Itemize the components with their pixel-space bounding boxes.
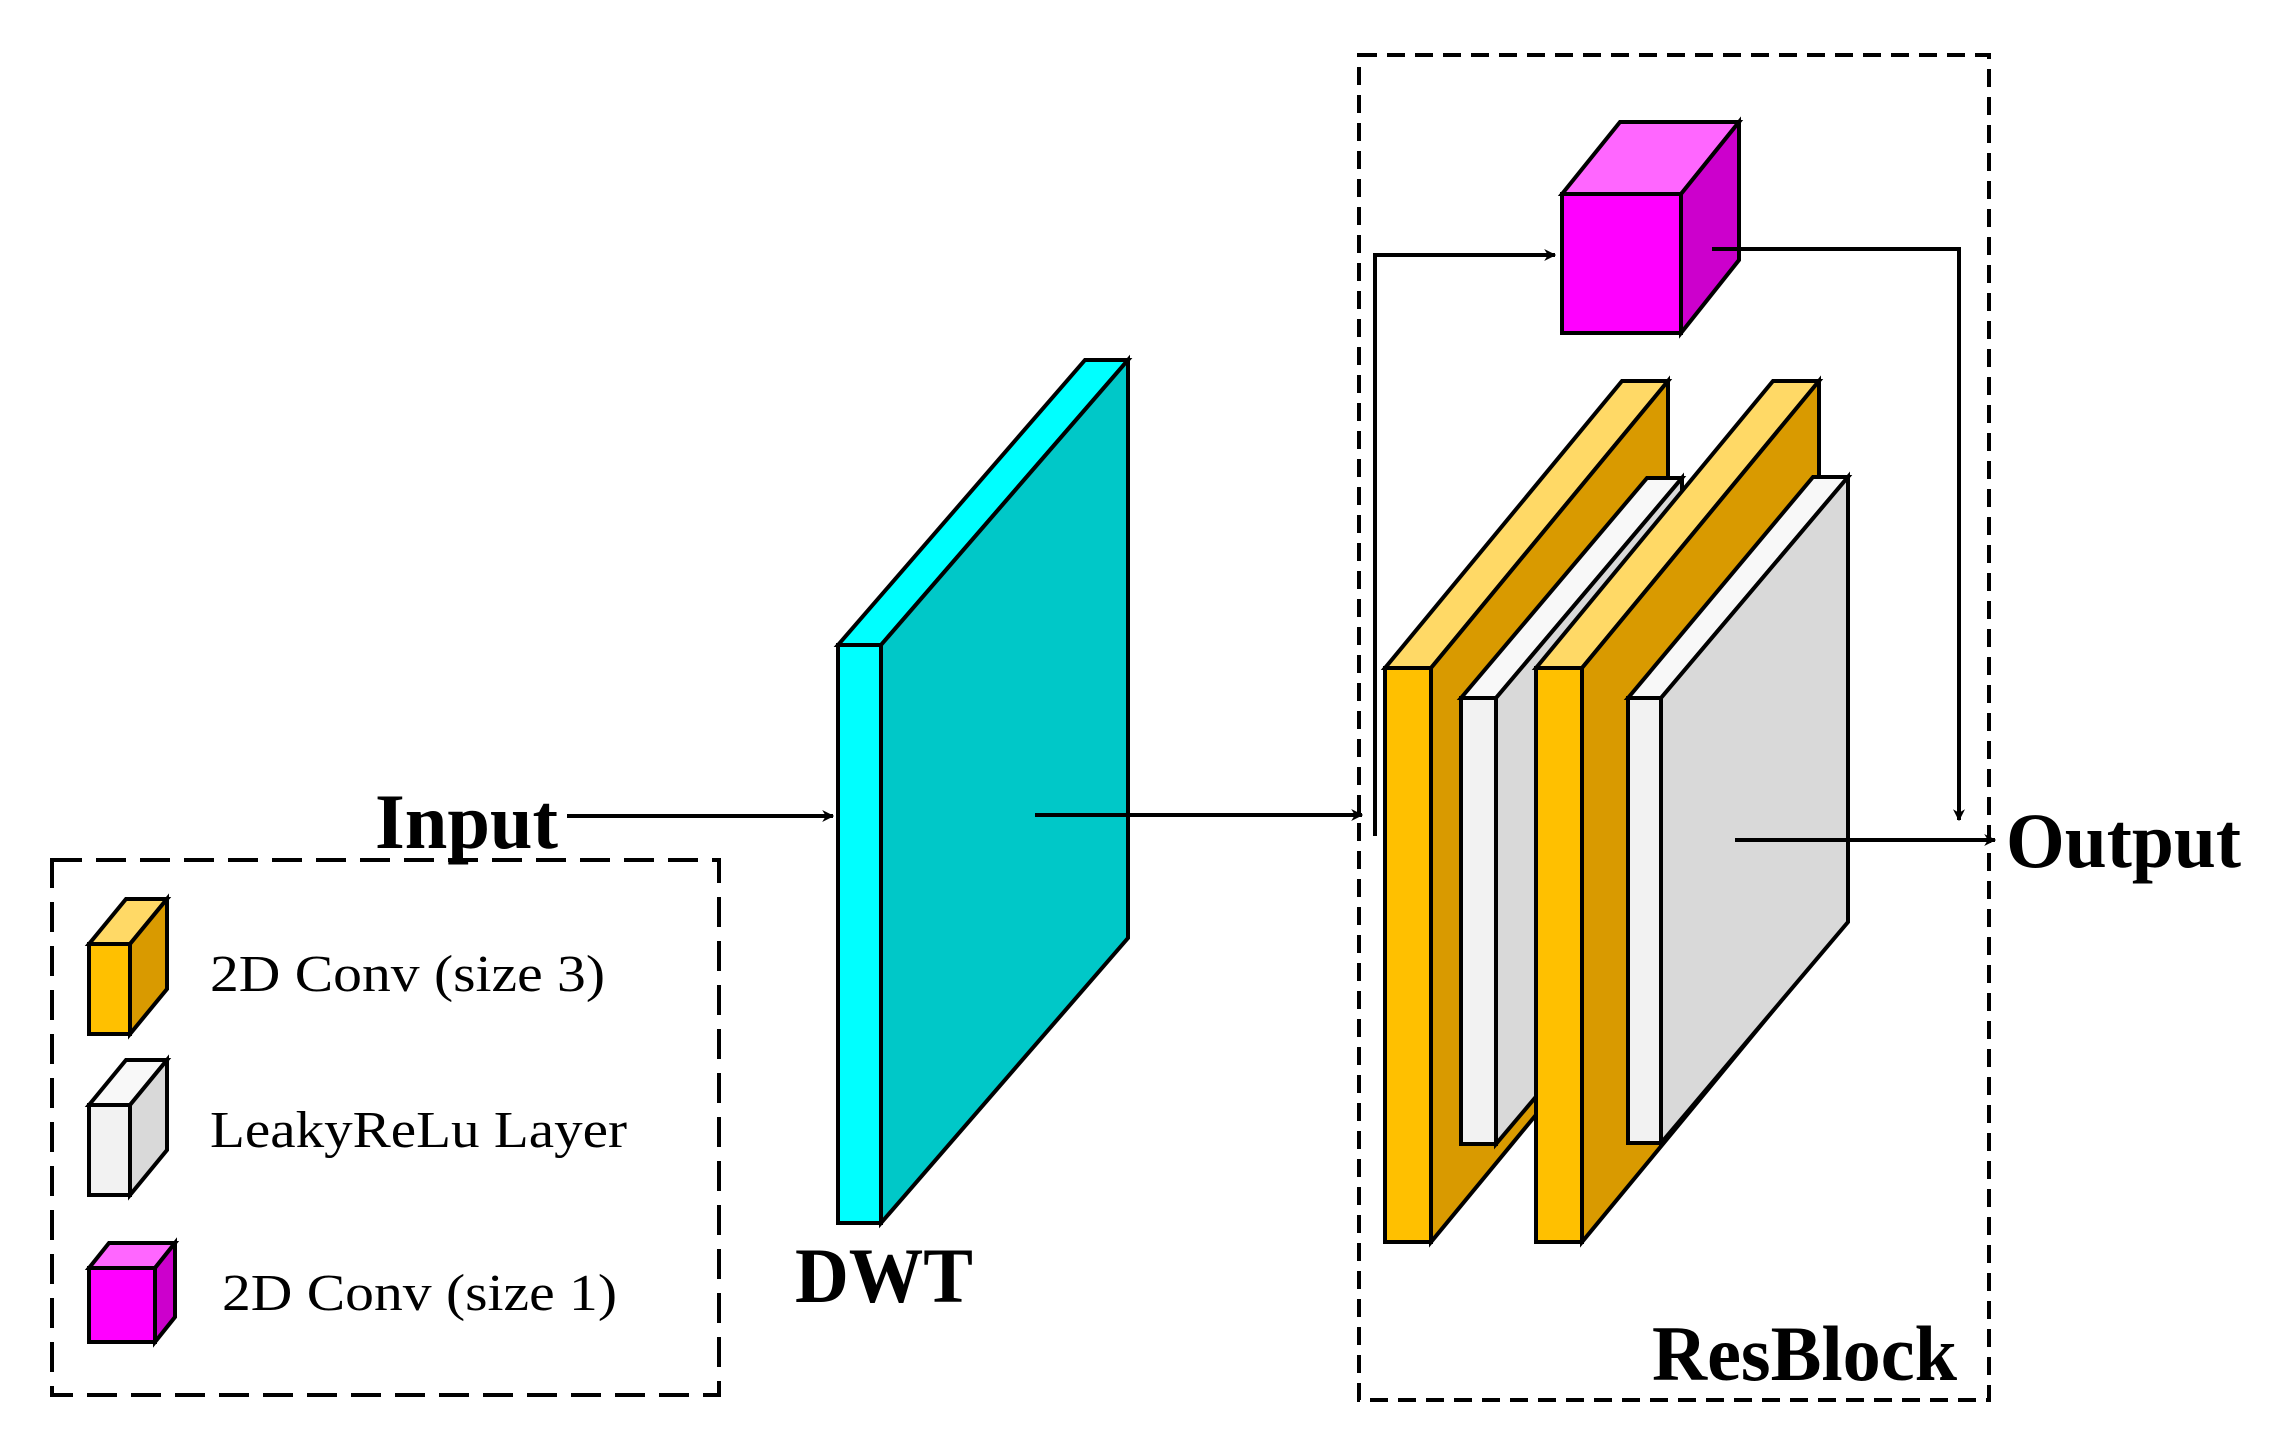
- legend-box: [50, 858, 721, 1397]
- legend: 2D Conv (size 3) LeakyReLu Layer 2D Conv…: [50, 858, 721, 1397]
- conv1-to-output-arrow: [1712, 247, 1965, 822]
- output-label: Output: [2006, 797, 2241, 884]
- conv3-1-front-face: [1383, 666, 1433, 1244]
- legend-relu-icon: [84, 1054, 172, 1201]
- conv3-2-front-face: [1534, 666, 1584, 1244]
- dwt-front-face: [836, 643, 883, 1225]
- skip-to-conv1-arrow: [1373, 249, 1557, 836]
- resblock-label: ResBlock: [1652, 1310, 1958, 1397]
- legend-conv3-icon: [84, 893, 172, 1040]
- relu-1-front-face: [1459, 696, 1498, 1146]
- legend-item-label: 2D Conv (size 3): [210, 946, 605, 1003]
- legend-item-label: LeakyReLu Layer: [210, 1102, 627, 1159]
- legend-conv1-icon: [84, 1237, 180, 1348]
- legend-item-label: 2D Conv (size 1): [222, 1265, 617, 1322]
- dwt-block: [833, 354, 1133, 1229]
- connectors: [567, 247, 1997, 846]
- resblock-container: [1357, 53, 1991, 1402]
- dwt-label: DWT: [795, 1232, 973, 1319]
- conv1-cube: [1557, 116, 1744, 339]
- input-label: Input: [375, 778, 558, 865]
- conv1-front-face: [1560, 192, 1683, 335]
- relu-layer-2: [1623, 471, 1853, 1149]
- relu-2-front-face: [1626, 696, 1663, 1145]
